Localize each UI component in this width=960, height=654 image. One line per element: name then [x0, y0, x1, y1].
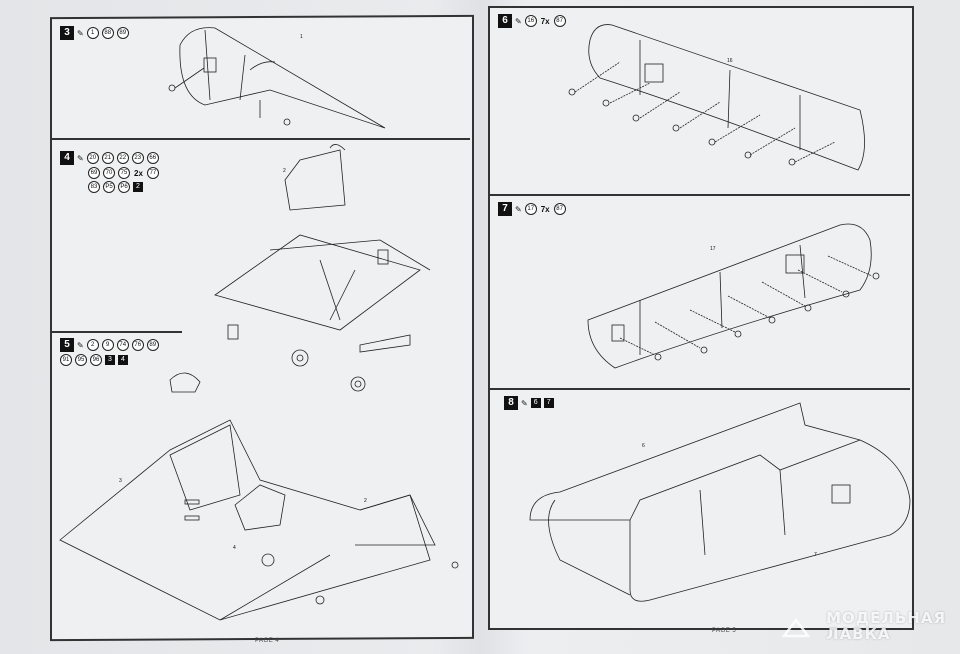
step-5-header: 5 ✎ 2 9 74 76 89 91 95 96 3 4 [60, 338, 159, 366]
watermark-line-1: МОДЕЛЬНАЯ [826, 609, 946, 627]
cockpit-tub-drawing [214, 144, 431, 392]
shop-watermark: МОДЕЛЬНАЯ ЛАВКА [826, 610, 946, 642]
part-ref: 89 [146, 339, 159, 351]
step-4-header: 4 ✎ 20 21 22 23 66 69 70 75 2x 77 83 P5 … [60, 151, 159, 193]
step-number: 6 [498, 14, 512, 28]
photoetch-ref: 3 [105, 355, 115, 365]
quantity-label: 2x [134, 168, 143, 178]
part-label: 16 [727, 58, 733, 64]
step-8-header: 8 ✎ 6 7 [504, 396, 554, 410]
part-label: 7 [814, 552, 817, 558]
part-ref: 66 [146, 152, 159, 164]
part-label: 2 [283, 168, 286, 174]
part-ref: 9 [101, 339, 114, 351]
part-ref: 23 [131, 152, 144, 164]
quantity-label: 7x [540, 204, 550, 214]
part-ref: 75 [118, 167, 130, 179]
right-page [488, 6, 914, 630]
part-ref: P5 [103, 181, 115, 193]
part-ref: 89 [116, 27, 129, 39]
step-number: 5 [60, 338, 74, 352]
photoetch-ref: 6 [530, 398, 541, 408]
photoetch-ref: 4 [118, 355, 128, 365]
page-number-right: PAGE 5 [712, 628, 737, 634]
glue-icon: ✎ [521, 398, 528, 408]
part-ref: 17 [524, 203, 537, 215]
divider-step-6 [490, 194, 910, 196]
part-ref: 16 [524, 15, 537, 27]
part-ref: 2 [86, 339, 99, 351]
divider-step-7 [490, 388, 910, 390]
glue-icon: ✎ [77, 28, 84, 38]
glue-icon: ✎ [515, 204, 522, 214]
part-ref: 22 [116, 152, 129, 164]
part-ref: 88 [101, 27, 114, 39]
part-ref: 83 [88, 181, 100, 193]
part-ref: 77 [146, 167, 159, 179]
part-label: 3 [119, 478, 122, 484]
part-ref: 70 [103, 167, 115, 179]
part-ref: 76 [131, 339, 144, 351]
nose-cone-drawing [168, 27, 386, 129]
part-ref: 1 [86, 27, 99, 39]
step-7-header: 7 ✎ 17 7x 87 [498, 202, 566, 216]
part-label: 2 [364, 498, 367, 504]
part-ref: 21 [101, 152, 114, 164]
step-3-header: 3 ✎ 1 88 89 [60, 26, 129, 40]
part-ref: 95 [75, 354, 87, 366]
step-number: 8 [504, 396, 518, 410]
glue-icon: ✎ [77, 340, 84, 350]
watermark-line-2: ЛАВКА [826, 625, 891, 643]
glue-icon: ✎ [77, 153, 84, 163]
photoetch-ref: 7 [543, 398, 554, 408]
page-number-left: PAGE 4 [255, 638, 280, 644]
step-number: 4 [60, 151, 74, 165]
fuselage-section-17-drawing [587, 223, 880, 369]
part-ref: 74 [116, 339, 129, 351]
part-label: 6 [642, 443, 645, 449]
part-ref: 87 [553, 15, 566, 27]
part-ref: 96 [90, 354, 102, 366]
fuselage-section-16-drawing [568, 24, 865, 171]
divider-step-3 [52, 138, 470, 140]
part-ref: 91 [60, 354, 72, 366]
part-label: 4 [233, 545, 236, 551]
fuselage-assembled-drawing [529, 402, 911, 602]
step-6-header: 6 ✎ 16 7x 87 [498, 14, 566, 28]
part-ref: 87 [553, 203, 566, 215]
part-label: 17 [710, 246, 716, 252]
quantity-label: 7x [540, 16, 550, 26]
step-number: 3 [60, 26, 74, 40]
step-number: 7 [498, 202, 512, 216]
part-ref: 20 [86, 152, 99, 164]
shop-logo-icon [782, 617, 810, 638]
photoetch-ref: 2 [133, 182, 143, 192]
divider-step-4 [52, 331, 182, 333]
glue-icon: ✎ [515, 16, 522, 26]
fuselage-front-drawing [59, 372, 459, 621]
part-label: 1 [300, 34, 303, 40]
part-ref: P6 [118, 181, 130, 193]
part-ref: 69 [88, 167, 100, 179]
